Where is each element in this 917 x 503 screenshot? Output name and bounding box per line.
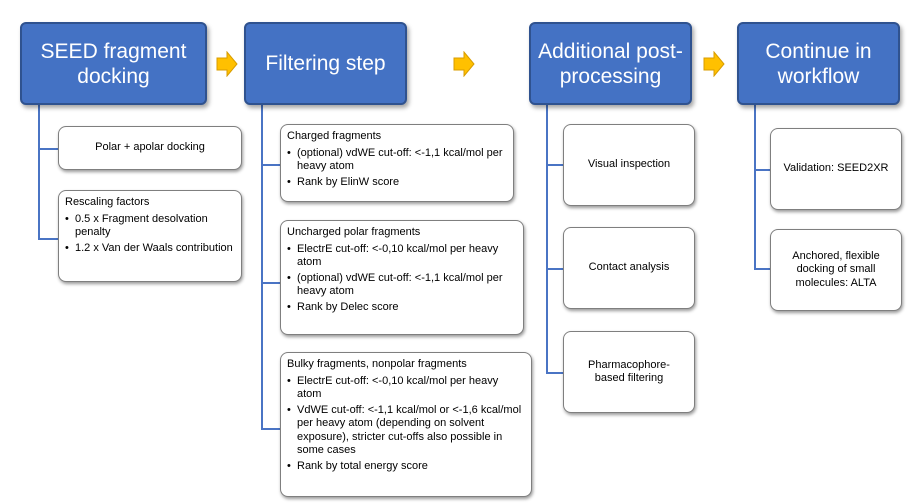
filter-item: (optional) vdWE cut-off: <-1,1 kcal/mol …: [287, 272, 517, 299]
filter-connector: [261, 104, 263, 430]
header-post-label: Additional post-processing: [538, 39, 683, 88]
filter-item: ElectrE cut-off: <-0,10 kcal/mol per hea…: [287, 375, 525, 402]
post-connector: [546, 104, 548, 374]
rescaling-item: 0.5 x Fragment desolvation penalty: [65, 213, 235, 240]
filter-connector-h2: [261, 282, 280, 284]
arrow-right-icon: [703, 51, 725, 77]
validation-label: Validation: SEED2XR: [783, 162, 889, 175]
continue-connector: [754, 104, 756, 270]
filter-connector-h3: [261, 428, 280, 430]
alta-docking-box: Anchored, flexible docking of small mole…: [770, 229, 902, 311]
validation-box: Validation: SEED2XR: [770, 128, 902, 210]
charged-fragments-box: Charged fragments (optional) vdWE cut-of…: [280, 124, 514, 202]
continue-connector-h2: [754, 268, 770, 270]
visual-inspection-label: Visual inspection: [587, 158, 671, 171]
continue-connector-h1: [754, 169, 770, 171]
visual-inspection-box: Visual inspection: [563, 124, 695, 206]
uncharged-polar-box: Uncharged polar fragments ElectrE cut-of…: [280, 220, 524, 335]
post-connector-h2: [546, 268, 563, 270]
seed-connector: [38, 104, 40, 240]
charged-title: Charged fragments: [287, 130, 382, 142]
arrow-right-icon: [453, 51, 475, 77]
polar-apolar-label: Polar + apolar docking: [95, 141, 205, 154]
bulky-title: Bulky fragments, nonpolar fragments: [287, 358, 467, 370]
arrow-right-icon: [216, 51, 238, 77]
header-continue-workflow: Continue in workflow: [737, 22, 900, 105]
header-filtering-label: Filtering step: [265, 52, 386, 75]
filter-item: VdWE cut-off: <-1,1 kcal/mol or <-1,6 kc…: [287, 404, 525, 458]
contact-analysis-box: Contact analysis: [563, 227, 695, 309]
header-post-processing: Additional post-processing: [529, 22, 692, 105]
bulky-nonpolar-box: Bulky fragments, nonpolar fragments Elec…: [280, 352, 532, 497]
header-continue-label: Continue in workflow: [765, 39, 872, 88]
contact-analysis-label: Contact analysis: [588, 261, 670, 274]
pharmacophore-box: Pharmacophore-based filtering: [563, 331, 695, 413]
filter-item: Rank by total energy score: [287, 460, 525, 474]
seed-connector-h2: [38, 238, 58, 240]
rescaling-factors-box: Rescaling factors 0.5 x Fragment desolva…: [58, 190, 242, 282]
header-seed-docking: SEED fragment docking: [20, 22, 207, 105]
header-filtering-step: Filtering step: [244, 22, 407, 105]
rescaling-title: Rescaling factors: [65, 196, 150, 208]
pharmacophore-label: Pharmacophore-based filtering: [588, 358, 670, 385]
post-connector-h3: [546, 372, 563, 374]
polar-apolar-box: Polar + apolar docking: [58, 126, 242, 170]
filter-item: Rank by ElinW score: [287, 176, 507, 190]
uncharged-title: Uncharged polar fragments: [287, 226, 421, 238]
header-seed-label: SEED fragment docking: [40, 39, 187, 88]
filter-item: Rank by Delec score: [287, 301, 517, 315]
post-connector-h1: [546, 164, 563, 166]
rescaling-item: 1.2 x Van der Waals contribution: [65, 242, 235, 256]
filter-connector-h1: [261, 164, 280, 166]
filter-item: ElectrE cut-off: <-0,10 kcal/mol per hea…: [287, 243, 517, 270]
filter-item: (optional) vdWE cut-off: <-1,1 kcal/mol …: [287, 147, 507, 174]
seed-connector-h1: [38, 148, 58, 150]
alta-docking-label: Anchored, flexible docking of small mole…: [792, 249, 880, 289]
